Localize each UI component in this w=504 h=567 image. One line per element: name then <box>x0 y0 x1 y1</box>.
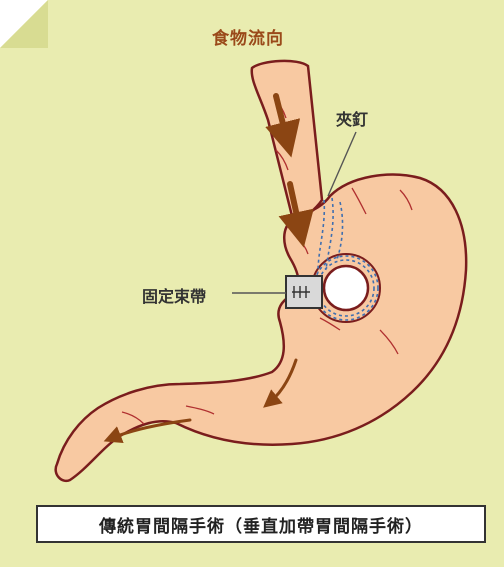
food-direction-label: 食物流向 <box>212 24 284 49</box>
caption-box: 傳統胃間隔手術（垂直加帶胃間隔手術） <box>36 505 486 543</box>
caption-text: 傳統胃間隔手術（垂直加帶胃間隔手術） <box>99 512 423 537</box>
stoma-hole <box>324 266 368 310</box>
fixing-band-label: 固定束帶 <box>142 283 206 307</box>
staples-label: 夾釘 <box>336 106 368 130</box>
panel-fold <box>0 0 48 48</box>
